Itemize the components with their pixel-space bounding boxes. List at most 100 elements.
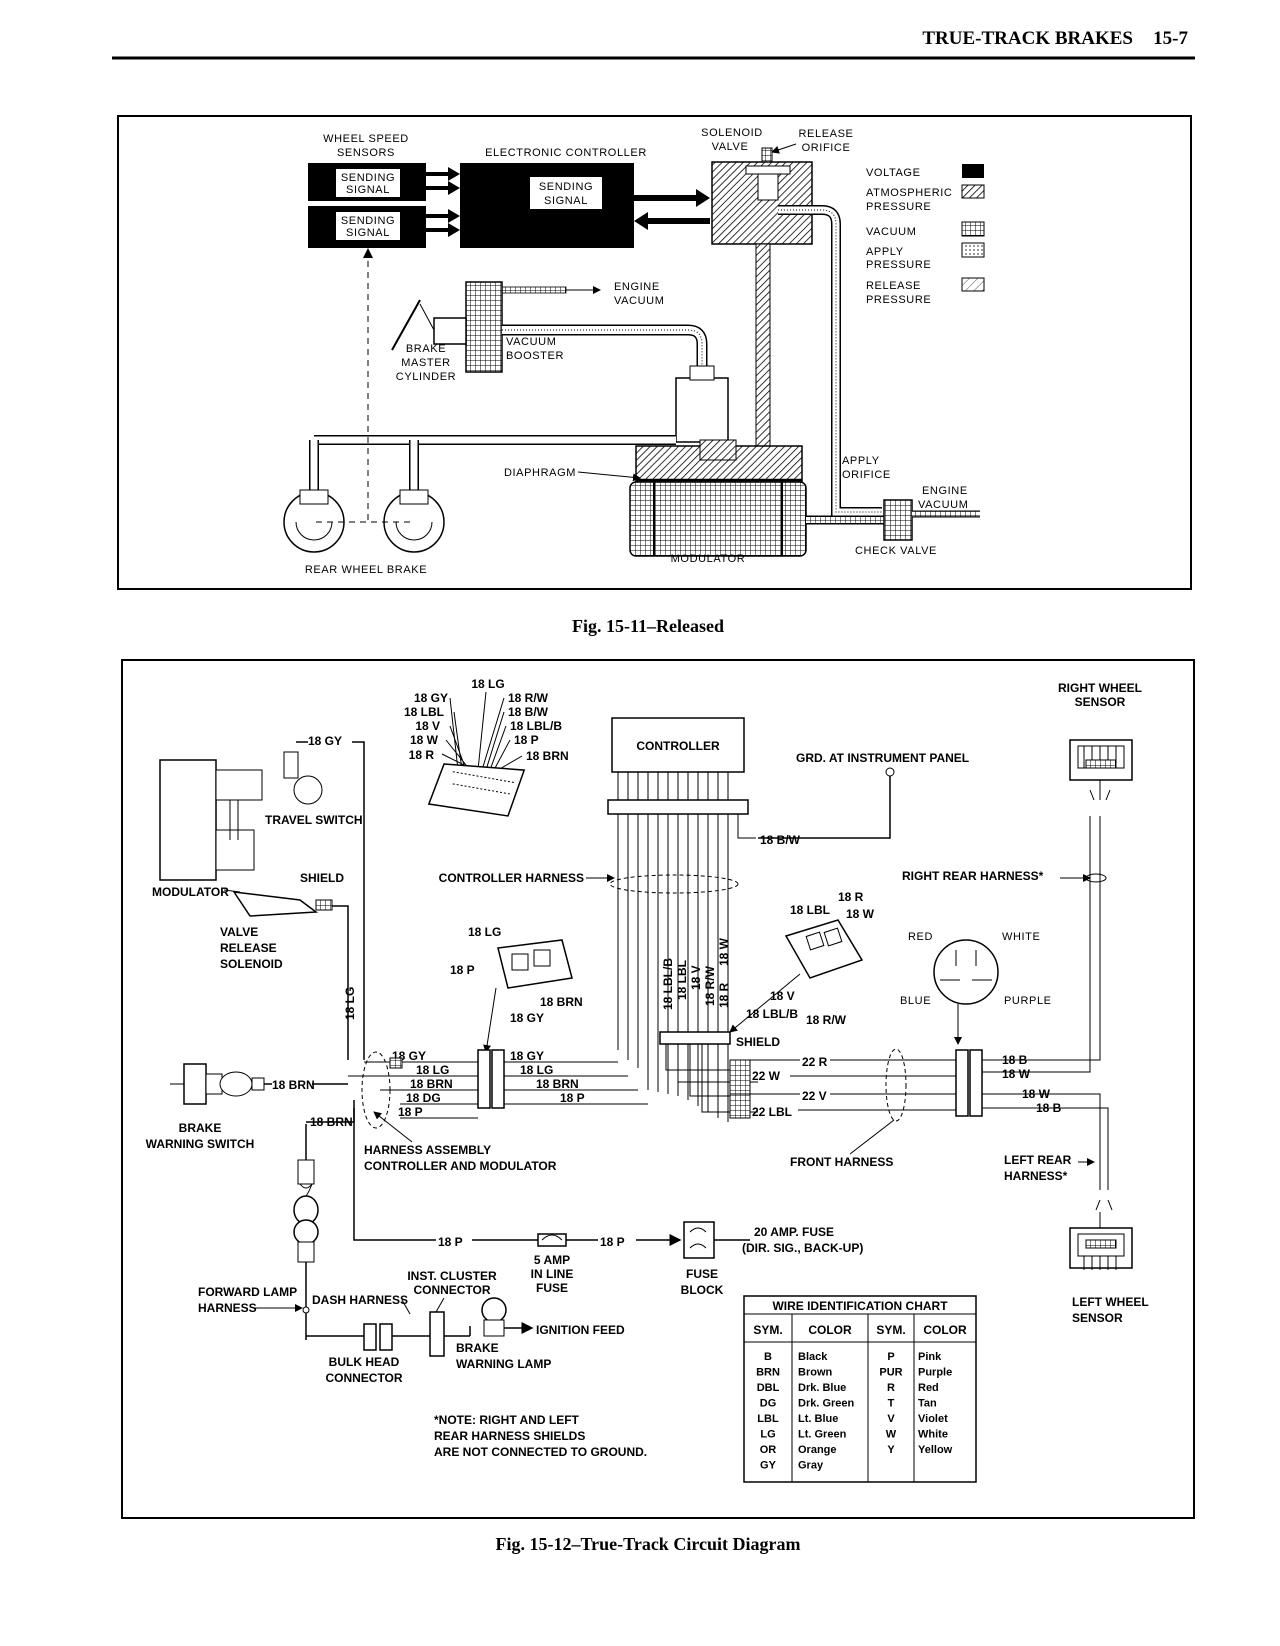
svg-text:WARNING SWITCH: WARNING SWITCH (146, 1137, 255, 1151)
forward-lamp-harness-label: FORWARD LAMP (198, 1285, 297, 1299)
gy-top-label: 18 GY (308, 734, 342, 748)
legend-apply-swatch (961, 242, 985, 258)
svg-text:VALVE: VALVE (712, 141, 749, 153)
chart-right-sym: V (887, 1413, 895, 1425)
vacuum-booster-label: VACUUM (506, 336, 556, 348)
svg-text:CONNECTOR: CONNECTOR (413, 1283, 490, 1297)
harness-connector-right (491, 1049, 505, 1109)
sending-signal-2: SENDING (341, 215, 395, 227)
harness-connector-left (477, 1049, 491, 1109)
svg-text:PRESSURE: PRESSURE (866, 259, 931, 271)
chart-left-sym: LBL (757, 1413, 779, 1425)
inst-cluster-connector (429, 1311, 445, 1357)
svg-text:SOLENOID: SOLENOID (220, 957, 283, 971)
rear-wheel-brake-label: REAR WHEEL BRAKE (305, 564, 427, 576)
svg-text:CYLINDER: CYLINDER (396, 371, 456, 383)
svg-text:HARNESS*: HARNESS* (1004, 1169, 1068, 1183)
svg-text:18 P: 18 P (450, 963, 475, 977)
controller-connector: 18 LG 18 GY 18 LBL 18 V 18 W 18 R 18 R/W… (404, 677, 569, 817)
sending-signal-1: SENDING (341, 172, 395, 184)
svg-text:18 W: 18 W (717, 937, 731, 966)
check-valve (883, 499, 913, 541)
svg-text:18 R: 18 R (409, 748, 435, 762)
bulk-head-connector (363, 1323, 377, 1351)
svg-text:18 P: 18 P (398, 1105, 423, 1119)
svg-text:BLUE: BLUE (900, 995, 931, 1007)
controller-harness-label: CONTROLLER HARNESS (439, 871, 584, 885)
legend-release-swatch (961, 277, 985, 292)
svg-text:RELEASE: RELEASE (220, 941, 277, 955)
p-fuse-label-2: 18 P (600, 1235, 625, 1249)
svg-text:18 R: 18 R (838, 890, 864, 904)
bundle-labels: 18 LBL/B 18 LBL 18 V 18 R/W 18 W 18 R (661, 937, 731, 1010)
chart-left-sym: BRN (756, 1367, 780, 1379)
chart-left-color: Brown (798, 1367, 833, 1379)
svg-text:18 LBL: 18 LBL (404, 705, 444, 719)
svg-text:18 LBL/B: 18 LBL/B (510, 719, 562, 733)
in-line-fuse-label: 5 AMP (534, 1253, 570, 1267)
modulator (629, 481, 807, 557)
brake-pedal (391, 299, 421, 351)
svg-text:FUSE: FUSE (536, 1281, 568, 1295)
fig2-caption: Fig. 15-12–True-Track Circuit Diagram (496, 1534, 801, 1554)
svg-text:18 LBL/B: 18 LBL/B (661, 958, 675, 1010)
diaphragm-label: DIAPHRAGM (504, 467, 576, 479)
rear-harness-wires: 18 B 18 W 18 W 18 B (982, 816, 1109, 1190)
svg-text:CONNECTOR: CONNECTOR (325, 1371, 402, 1385)
svg-text:IN LINE: IN LINE (531, 1267, 574, 1281)
chart-left-sym: DBL (757, 1382, 780, 1394)
svg-text:VACUUM: VACUUM (866, 226, 916, 238)
left-rear-harness-label: LEFT REAR (1004, 1153, 1072, 1167)
fig1-frame (117, 115, 1192, 590)
svg-text:18 B/W: 18 B/W (508, 705, 549, 719)
svg-text:BLOCK: BLOCK (681, 1283, 724, 1297)
chart-right-sym: PUR (879, 1367, 902, 1379)
shield-mid-label: SHIELD (736, 1035, 780, 1049)
wheel-speed-sensors-label: WHEEL SPEED (323, 133, 409, 145)
legend-atmospheric-swatch (961, 184, 985, 199)
wire-chart-title: WIRE IDENTIFICATION CHART (772, 1299, 948, 1313)
svg-text:COLOR: COLOR (923, 1323, 967, 1337)
brake-warning-switch (170, 1063, 265, 1105)
svg-text:SIGNAL: SIGNAL (544, 195, 588, 207)
modulator-piston (675, 377, 729, 443)
controller-plug (607, 799, 749, 815)
brake-master-cylinder-label: BRAKE (406, 343, 446, 355)
valve-release-solenoid (232, 891, 349, 1060)
wire-identification-chart: WIRE IDENTIFICATION CHART SYM. COLOR SYM… (743, 1295, 977, 1483)
brake-warning-lamp-label: BRAKE (456, 1341, 499, 1355)
svg-text:18 BRN: 18 BRN (540, 995, 583, 1009)
fuse-block (683, 1221, 715, 1259)
chart-right-color: Purple (918, 1367, 952, 1379)
svg-text:RED: RED (908, 931, 933, 943)
svg-text:18 R/W: 18 R/W (703, 965, 717, 1006)
sensor-arrows (426, 167, 460, 237)
chart-right-color: Violet (918, 1413, 948, 1425)
chart-left-color: Drk. Blue (798, 1382, 846, 1394)
chart-left-sym: B (764, 1351, 772, 1363)
svg-text:WHITE: WHITE (1002, 931, 1040, 943)
chart-right-color: Red (918, 1382, 939, 1394)
grd-label: GRD. AT INSTRUMENT PANEL (796, 751, 969, 765)
apply-orifice-label: APPLY (842, 455, 880, 467)
chart-left-color: Gray (798, 1460, 824, 1472)
modulator-label: MODULATOR (671, 553, 746, 565)
controller-label: CONTROLLER (636, 739, 720, 753)
lg-vertical-label: 18 LG (343, 987, 357, 1020)
brake-warning-lamp (469, 1297, 534, 1337)
svg-text:18 R/W: 18 R/W (508, 691, 549, 705)
svg-text:VACUUM: VACUUM (918, 499, 968, 511)
controller-pins (617, 772, 729, 800)
chart-left-color: Drk. Green (798, 1398, 855, 1410)
fig2-frame (121, 659, 1195, 1519)
svg-text:MASTER: MASTER (401, 357, 450, 369)
controller-harness-wires (617, 814, 729, 1122)
svg-text:RELEASE: RELEASE (866, 280, 921, 292)
controller-to-solenoid-arrow (634, 189, 710, 207)
svg-text:VACUUM: VACUUM (614, 295, 664, 307)
legend-vacuum-swatch (961, 221, 985, 237)
chart-left-sym: LG (760, 1429, 775, 1441)
svg-text:ORIFICE: ORIFICE (842, 469, 891, 481)
svg-text:18 BRN: 18 BRN (410, 1077, 453, 1091)
